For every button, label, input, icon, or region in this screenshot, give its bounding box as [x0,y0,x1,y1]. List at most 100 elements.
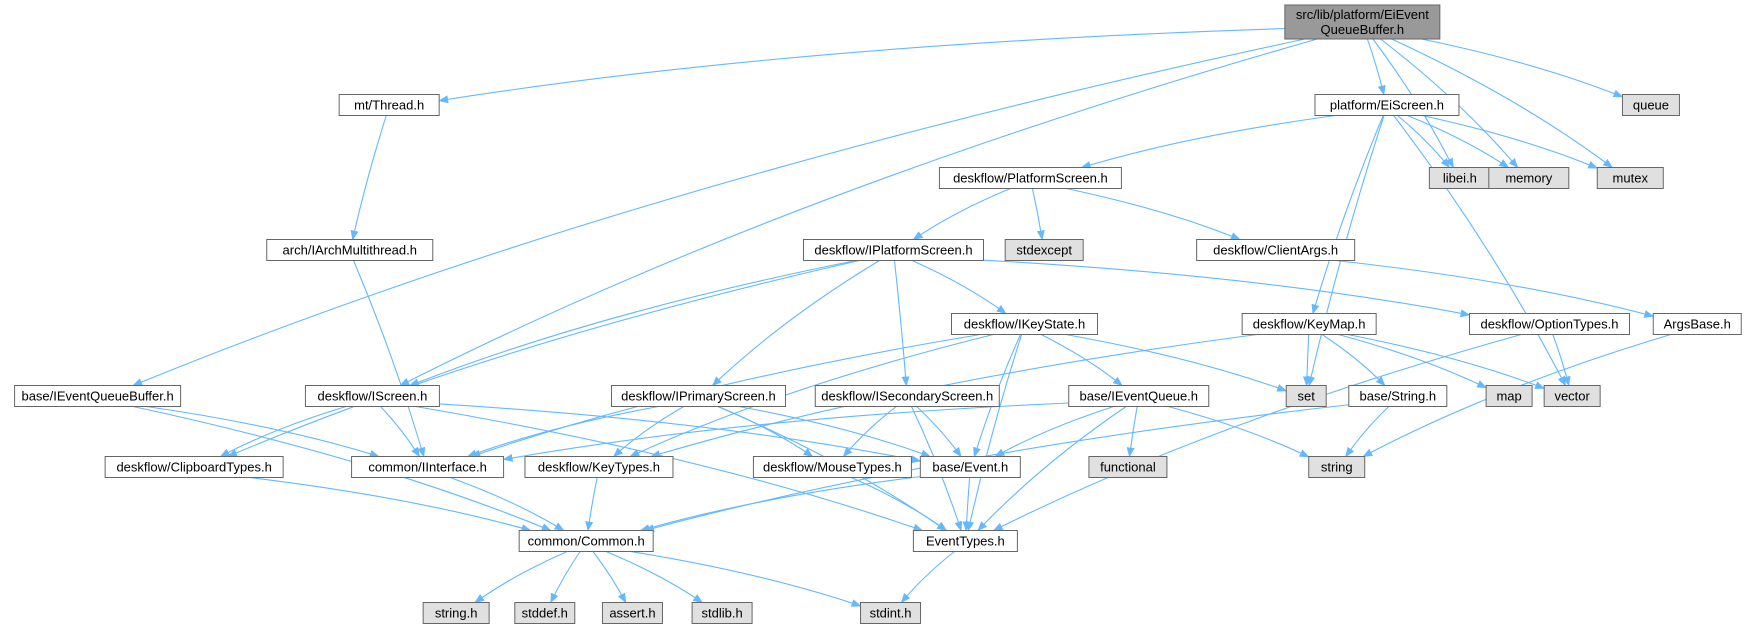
node-ieventqueuebuffer[interactable]: base/IEventQueueBuffer.h [14,385,182,407]
node-box-keymap[interactable] [1241,313,1377,335]
node-box-isecondaryscreen[interactable] [814,385,1000,407]
node-clipboardtypes[interactable]: deskflow/ClipboardTypes.h [104,456,284,478]
edge-keymap-to-set [1302,334,1311,387]
node-stdexcept[interactable]: stdexcept [1004,239,1084,261]
node-label-common: common/Common.h [528,534,645,549]
edge-keymap-to-basestring [1321,334,1386,387]
edge-ieventqueue-to-string [1167,405,1310,458]
node-baseevent[interactable]: base/Event.h [919,456,1021,478]
node-box-functional[interactable] [1088,456,1168,478]
node-box-iplatformscreen[interactable] [802,239,984,261]
node-mutex[interactable]: mutex [1596,167,1664,189]
edge-iinterface-to-common [449,476,565,532]
node-iplatformscreen[interactable]: deskflow/IPlatformScreen.h [802,239,984,261]
node-label-ieventqueuebuffer: base/IEventQueueBuffer.h [21,389,173,404]
node-box-assert[interactable] [601,602,663,624]
node-box-memory[interactable] [1488,167,1570,189]
node-isecondaryscreen[interactable]: deskflow/ISecondaryScreen.h [814,385,1000,407]
node-box-map[interactable] [1485,385,1533,407]
node-ieventqueue[interactable]: base/IEventQueue.h [1068,385,1210,407]
node-set[interactable]: set [1285,385,1327,407]
node-box-ikeystate[interactable] [950,313,1098,335]
edge-platform_eiscreen-to-memory [1407,114,1510,169]
edge-ieventqueue-to-eventtypes [977,406,1127,532]
node-label-memory: memory [1505,171,1552,186]
node-box-platform_eiscreen[interactable] [1314,94,1460,116]
edge-platform_eiscreen-to-mutex [1421,114,1599,169]
node-clientargs[interactable]: deskflow/ClientArgs.h [1196,239,1356,261]
node-common[interactable]: common/Common.h [518,530,654,552]
node-label-ieventqueue: base/IEventQueue.h [1079,389,1198,404]
node-basestring[interactable]: base/String.h [1348,385,1448,407]
node-box-baseevent[interactable] [919,456,1021,478]
node-stddef[interactable]: stddef.h [514,602,576,624]
node-eventtypes[interactable]: EventTypes.h [912,530,1018,552]
node-label-mousetypes: deskflow/MouseTypes.h [763,460,902,475]
edge-root-to-queue [1421,38,1624,98]
node-ikeystate[interactable]: deskflow/IKeyState.h [950,313,1098,335]
node-box-keytypes[interactable] [524,456,674,478]
node-map[interactable]: map [1485,385,1533,407]
node-box-basestring[interactable] [1348,385,1448,407]
edge-clientargs-to-argsbase [1335,259,1655,318]
node-platformscreen[interactable]: deskflow/PlatformScreen.h [938,167,1122,189]
node-box-iarchmt[interactable] [266,239,434,261]
node-box-stdint[interactable] [860,602,922,624]
node-box-stddef[interactable] [514,602,576,624]
edge-keytypes-to-common [585,477,598,532]
node-box-clientargs[interactable] [1196,239,1356,261]
node-box-stringh[interactable] [422,602,490,624]
node-label-iscreen: deskflow/IScreen.h [317,389,427,404]
node-box-vector[interactable] [1543,385,1601,407]
node-label-platformscreen: deskflow/PlatformScreen.h [953,171,1108,186]
edge-platformscreen-to-stdexcept [1031,188,1045,241]
node-box-set[interactable] [1285,385,1327,407]
node-argsbase[interactable]: ArgsBase.h [1652,313,1742,335]
node-string[interactable]: string [1308,456,1366,478]
node-box-platformscreen[interactable] [938,167,1122,189]
node-box-argsbase[interactable] [1652,313,1742,335]
node-box-stdexcept[interactable] [1004,239,1084,261]
node-platform_eiscreen[interactable]: platform/EiScreen.h [1314,94,1460,116]
node-keytypes[interactable]: deskflow/KeyTypes.h [524,456,674,478]
node-box-stdlib[interactable] [691,602,753,624]
node-optiontypes[interactable]: deskflow/OptionTypes.h [1468,313,1630,335]
node-box-ieventqueuebuffer[interactable] [14,385,182,407]
node-box-eventtypes[interactable] [912,530,1018,552]
node-iarchmt[interactable]: arch/IArchMultithread.h [266,239,434,261]
node-memory[interactable]: memory [1488,167,1570,189]
node-assert[interactable]: assert.h [601,602,663,624]
node-box-mt_thread[interactable] [338,94,440,116]
node-box-iscreen[interactable] [304,385,440,407]
node-stdlib[interactable]: stdlib.h [691,602,753,624]
node-box-clipboardtypes[interactable] [104,456,284,478]
node-mt_thread[interactable]: mt/Thread.h [338,94,440,116]
node-iprimaryscreen[interactable]: deskflow/IPrimaryScreen.h [610,385,786,407]
node-box-root[interactable] [1284,4,1441,40]
node-stringh[interactable]: string.h [422,602,490,624]
node-libei[interactable]: libei.h [1428,167,1491,189]
node-box-iprimaryscreen[interactable] [610,385,786,407]
edge-iprimaryscreen-to-keytypes [612,406,685,458]
edge-platformscreen-to-iplatformscreen [912,187,1011,241]
node-mousetypes[interactable]: deskflow/MouseTypes.h [752,456,912,478]
edge-eventtypes-to-stdint [900,551,955,604]
node-keymap[interactable]: deskflow/KeyMap.h [1241,313,1377,335]
node-box-optiontypes[interactable] [1468,313,1630,335]
edge-root-to-ieventqueuebuffer [132,38,1305,387]
node-iscreen[interactable]: deskflow/IScreen.h [304,385,440,407]
node-box-common[interactable] [518,530,654,552]
node-iinterface[interactable]: common/IInterface.h [351,456,505,478]
node-box-mousetypes[interactable] [752,456,912,478]
node-stdint[interactable]: stdint.h [860,602,922,624]
node-queue[interactable]: queue [1621,94,1680,116]
node-box-string[interactable] [1308,456,1366,478]
node-box-mutex[interactable] [1596,167,1664,189]
node-label-iarchmt: arch/IArchMultithread.h [283,243,417,258]
node-vector[interactable]: vector [1543,385,1601,407]
node-box-iinterface[interactable] [351,456,505,478]
node-functional[interactable]: functional [1088,456,1168,478]
node-box-ieventqueue[interactable] [1068,385,1210,407]
node-box-queue[interactable] [1621,94,1680,116]
